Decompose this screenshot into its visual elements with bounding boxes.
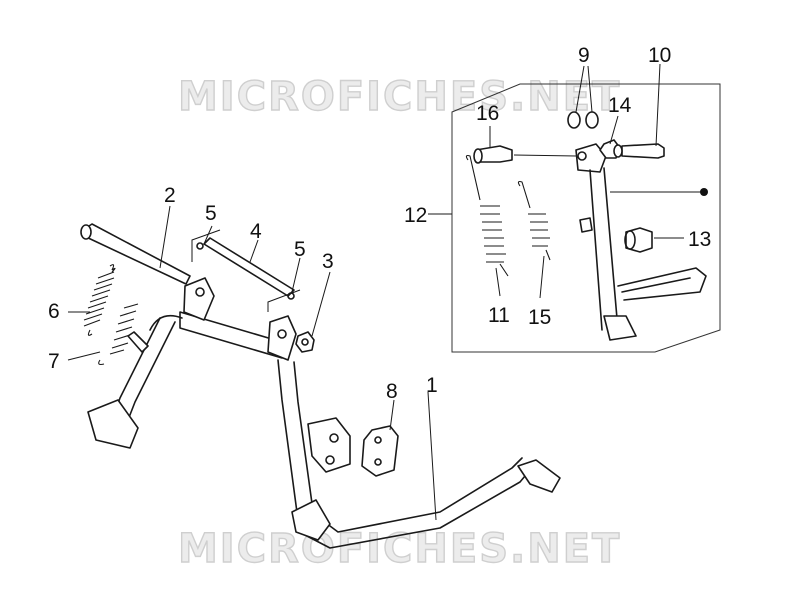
nut-part[interactable] (295, 331, 315, 353)
reference-dot (700, 188, 708, 196)
side-stand-part[interactable] (575, 143, 707, 341)
leader-9a (575, 65, 585, 113)
spring-inner-part[interactable] (98, 303, 139, 366)
callout-4: 4 (250, 220, 262, 243)
callout-15: 15 (528, 306, 551, 329)
callout-10: 10 (648, 44, 671, 67)
leader-11 (495, 267, 501, 297)
callout-11: 11 (488, 304, 510, 327)
stand-spring-11-part[interactable] (465, 154, 509, 277)
leader-14 (609, 115, 619, 145)
leader-2 (159, 205, 171, 269)
callout-2: 2 (164, 184, 176, 207)
leader-5b (291, 257, 301, 293)
leader-1 (427, 391, 437, 521)
central-stand-part[interactable] (87, 277, 561, 549)
callout-8: 8 (386, 380, 398, 403)
leader-9b (587, 65, 593, 113)
callout-16: 16 (476, 102, 499, 125)
callout-5b: 5 (294, 238, 306, 261)
watermark-top: MICROFICHES.NET (178, 74, 621, 120)
leader-16-pin (513, 154, 577, 157)
washer-bracket-right (267, 289, 301, 312)
callout-13: 13 (688, 228, 711, 251)
callout-12: 12 (404, 204, 427, 227)
spring-pin-part[interactable] (127, 331, 149, 353)
stand-bolt-part[interactable] (613, 143, 665, 159)
side-stand-kit-frame (451, 83, 721, 353)
stand-stop-screw-part[interactable] (579, 217, 593, 233)
callout-9: 9 (578, 44, 590, 67)
callout-5a: 5 (205, 202, 217, 225)
leader-8 (389, 399, 395, 431)
leader-7 (67, 351, 101, 361)
callout-3: 3 (322, 250, 334, 273)
spring-outer-part[interactable] (83, 264, 116, 336)
leader-4 (249, 239, 259, 263)
leader-10 (655, 63, 661, 147)
washer-bracket-left (191, 229, 221, 262)
stand-rubber-part[interactable] (624, 227, 653, 253)
callout-14: 14 (608, 94, 632, 117)
stand-spring-15-part[interactable] (517, 180, 551, 261)
watermark-bottom: MICROFICHES.NET (178, 526, 621, 572)
stand-pin-part[interactable] (473, 145, 513, 164)
leader-3 (311, 271, 331, 337)
pivot-bolt-part[interactable] (80, 223, 191, 285)
leader-5a (203, 225, 213, 245)
callout-7: 7 (48, 350, 60, 373)
rubber-buffer-part[interactable] (361, 425, 399, 477)
callout-6: 6 (48, 300, 60, 323)
leader-15 (539, 255, 545, 299)
callout-1: 1 (426, 374, 438, 397)
